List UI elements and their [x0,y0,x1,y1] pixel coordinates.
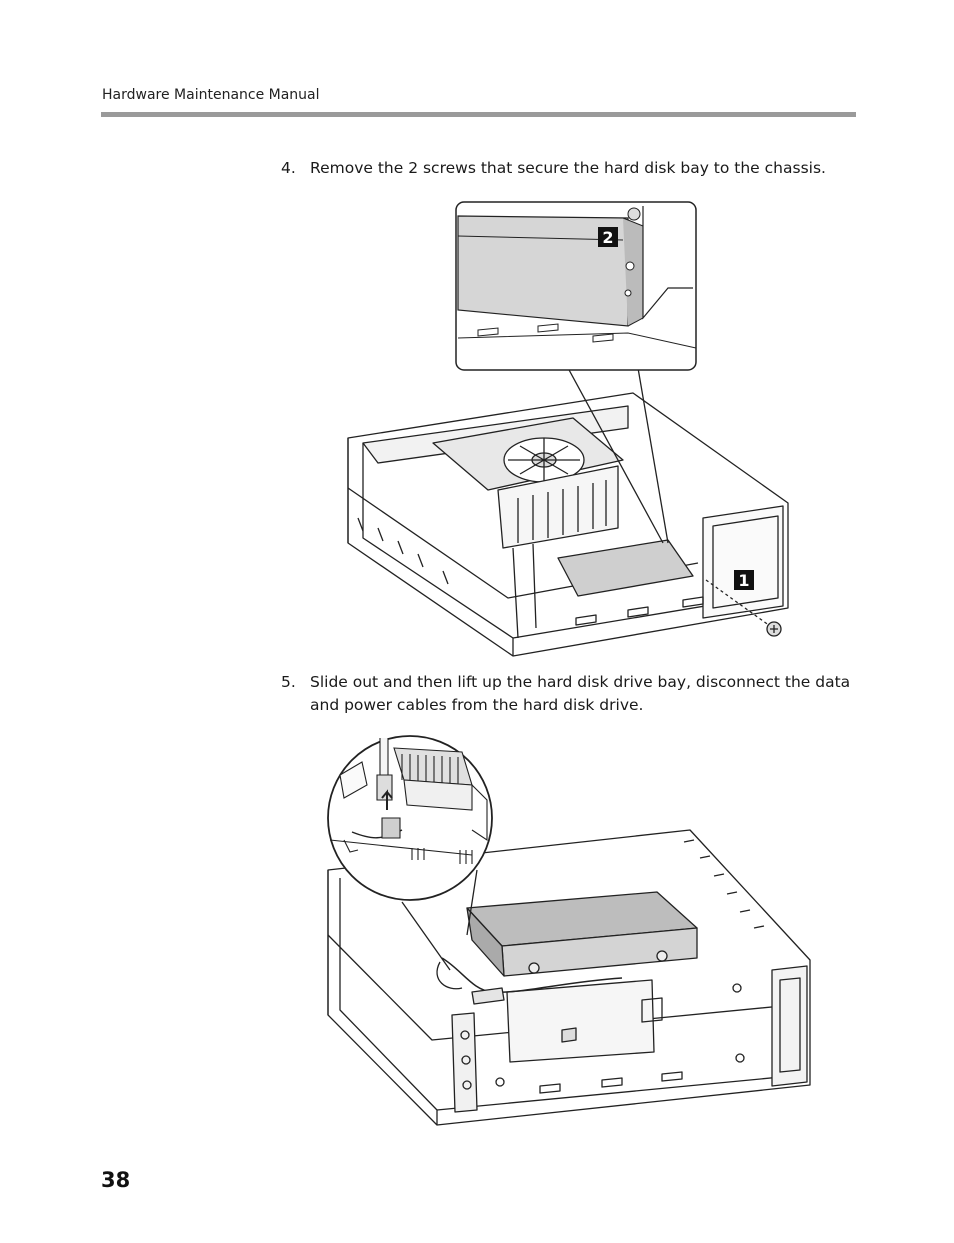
callout-1: 1 [738,571,749,590]
figure-remove-screws: 2 1 [338,198,798,658]
step-text: Remove the 2 screws that secure the hard… [310,159,826,177]
step-4: 4. Remove the 2 screws that secure the h… [281,157,861,180]
step-5: 5. Slide out and then lift up the hard d… [281,671,861,717]
step-number: 4. [281,159,296,177]
figure-lift-drive-bay [322,730,814,1130]
page-number: 38 [101,1168,131,1192]
callout-badge [734,570,754,590]
running-head: Hardware Maintenance Manual [102,87,320,103]
callout-2: 2 [602,228,613,247]
step-text: Slide out and then lift up the hard disk… [310,673,851,714]
callout-badge [598,227,618,247]
chassis-illustration-1: 2 1 [347,201,789,657]
step-number: 5. [281,673,296,691]
chassis-illustration-2 [327,735,811,1126]
header-rule [101,112,856,117]
